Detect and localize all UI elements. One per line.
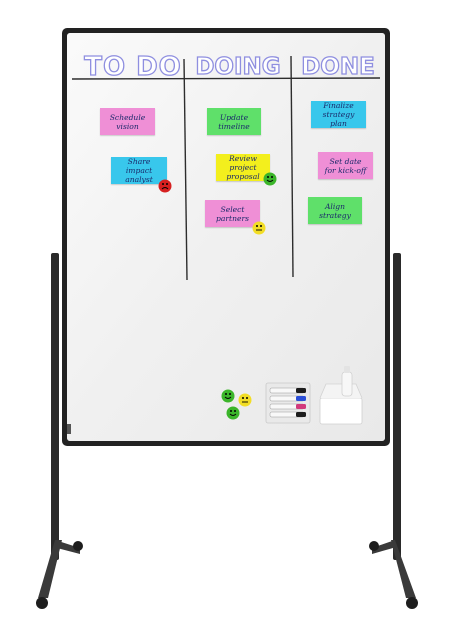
sticky-note-todo-2[interactable]: Share impact analyst — [111, 157, 167, 184]
sticky-note-done-1[interactable]: Finalize strategy plan — [311, 101, 366, 128]
sticky-note-done-2[interactable]: Set date for kick-off — [318, 152, 373, 179]
column-heading-done: DONE — [301, 53, 376, 80]
column-divider-lines — [71, 55, 381, 281]
marker-cap-3 — [296, 404, 306, 409]
sticky-note-doing-3[interactable]: Select partners — [205, 200, 260, 227]
column-heading-doing: DOING — [195, 53, 282, 80]
marker-cap-4 — [296, 412, 306, 417]
marker-cap-1 — [296, 388, 306, 393]
whiteboard-markers-icon — [269, 387, 306, 418]
sticky-note-doing-1[interactable]: Update timeline — [207, 108, 261, 135]
column-heading-todo: TO DO — [84, 51, 182, 82]
sticky-note-todo-1[interactable]: Schedule vision — [100, 108, 155, 135]
sticky-note-done-3[interactable]: Align strategy — [308, 197, 362, 224]
sticky-note-doing-2[interactable]: Review project proposal — [216, 154, 270, 181]
spray-bottle-icon — [341, 371, 353, 397]
caster-wheels — [36, 541, 418, 609]
marker-cap-2 — [296, 396, 306, 401]
